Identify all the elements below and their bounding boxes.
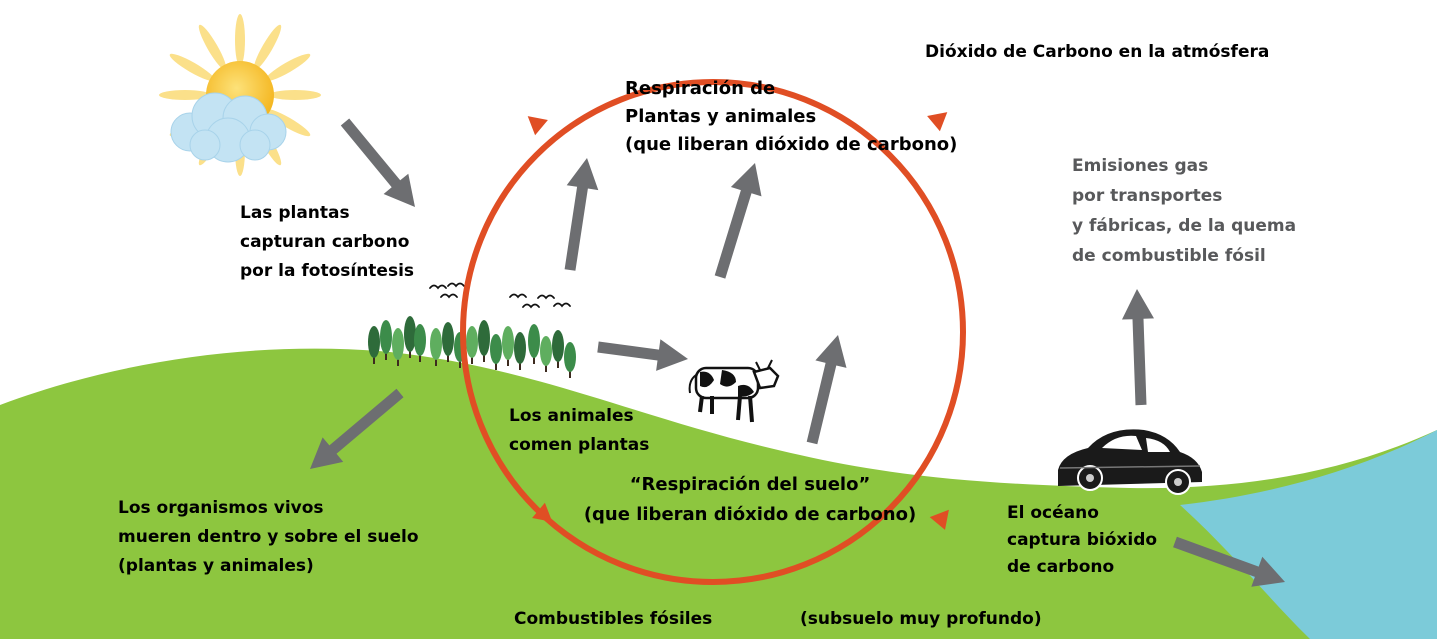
cow-icon — [688, 359, 780, 423]
tree-crown — [502, 326, 514, 360]
tree-crown — [564, 342, 576, 372]
tree-crown — [490, 334, 502, 364]
atmosphere-label: Dióxido de Carbono en la atmósfera — [925, 42, 1270, 62]
tree-crown — [552, 330, 564, 362]
cycle-loop — [460, 79, 966, 585]
respiration-label: Respiración de Plantas y animales (que l… — [625, 78, 958, 155]
ocean-capture-arrow — [1173, 536, 1285, 587]
bird-icon — [429, 282, 571, 309]
tree-crown — [430, 328, 442, 360]
emissions-label: Emisiones gas por transportes y fábricas… — [1072, 156, 1297, 266]
plants-to-cow-arrow — [597, 339, 688, 371]
tree-crown — [540, 336, 552, 366]
tree-crown — [528, 324, 540, 358]
tree-crown — [442, 322, 454, 356]
tree-crown — [404, 316, 416, 352]
cycle-arrowhead-bottom-right — [929, 509, 949, 530]
tree-crown — [466, 326, 478, 358]
tree-crown — [392, 328, 404, 360]
tree-crown — [514, 332, 526, 364]
plants-respiration-arrow — [564, 158, 599, 271]
deep-subsoil-label: (subsuelo muy profundo) — [800, 609, 1042, 629]
soil-respiration-label: “Respiración del suelo” (que liberan dió… — [583, 474, 917, 525]
tree-crown — [368, 326, 380, 358]
soil-respiration-arrow — [806, 335, 847, 445]
organisms-die-arrow — [310, 388, 404, 469]
cloud-icon — [170, 92, 287, 163]
tree-icon — [368, 316, 576, 378]
emissions-arrow — [1122, 289, 1154, 406]
fossil-fuels-label: Combustibles fósiles — [514, 609, 713, 629]
cycle-arrowhead-bottom-left — [532, 502, 553, 522]
sun-to-plants-arrow — [340, 118, 415, 207]
tree-crown — [380, 320, 392, 354]
cycle-arrowhead-top-right — [927, 112, 948, 132]
ocean — [1180, 430, 1437, 639]
car-icon — [1058, 429, 1202, 495]
ocean-label: El océano captura bióxido de carbono — [1007, 503, 1158, 577]
organisms-label: Los organismos vivos mueren dentro y sob… — [118, 498, 419, 576]
photosynthesis-label: Las plantas capturan carbono por la foto… — [240, 203, 415, 281]
tree-crown — [414, 324, 426, 356]
animals-respiration-arrow — [714, 163, 762, 279]
tree-crown — [478, 320, 490, 356]
animals-eat-label: Los animales comen plantas — [509, 406, 650, 455]
cycle-arrowhead-top-left — [527, 116, 548, 136]
